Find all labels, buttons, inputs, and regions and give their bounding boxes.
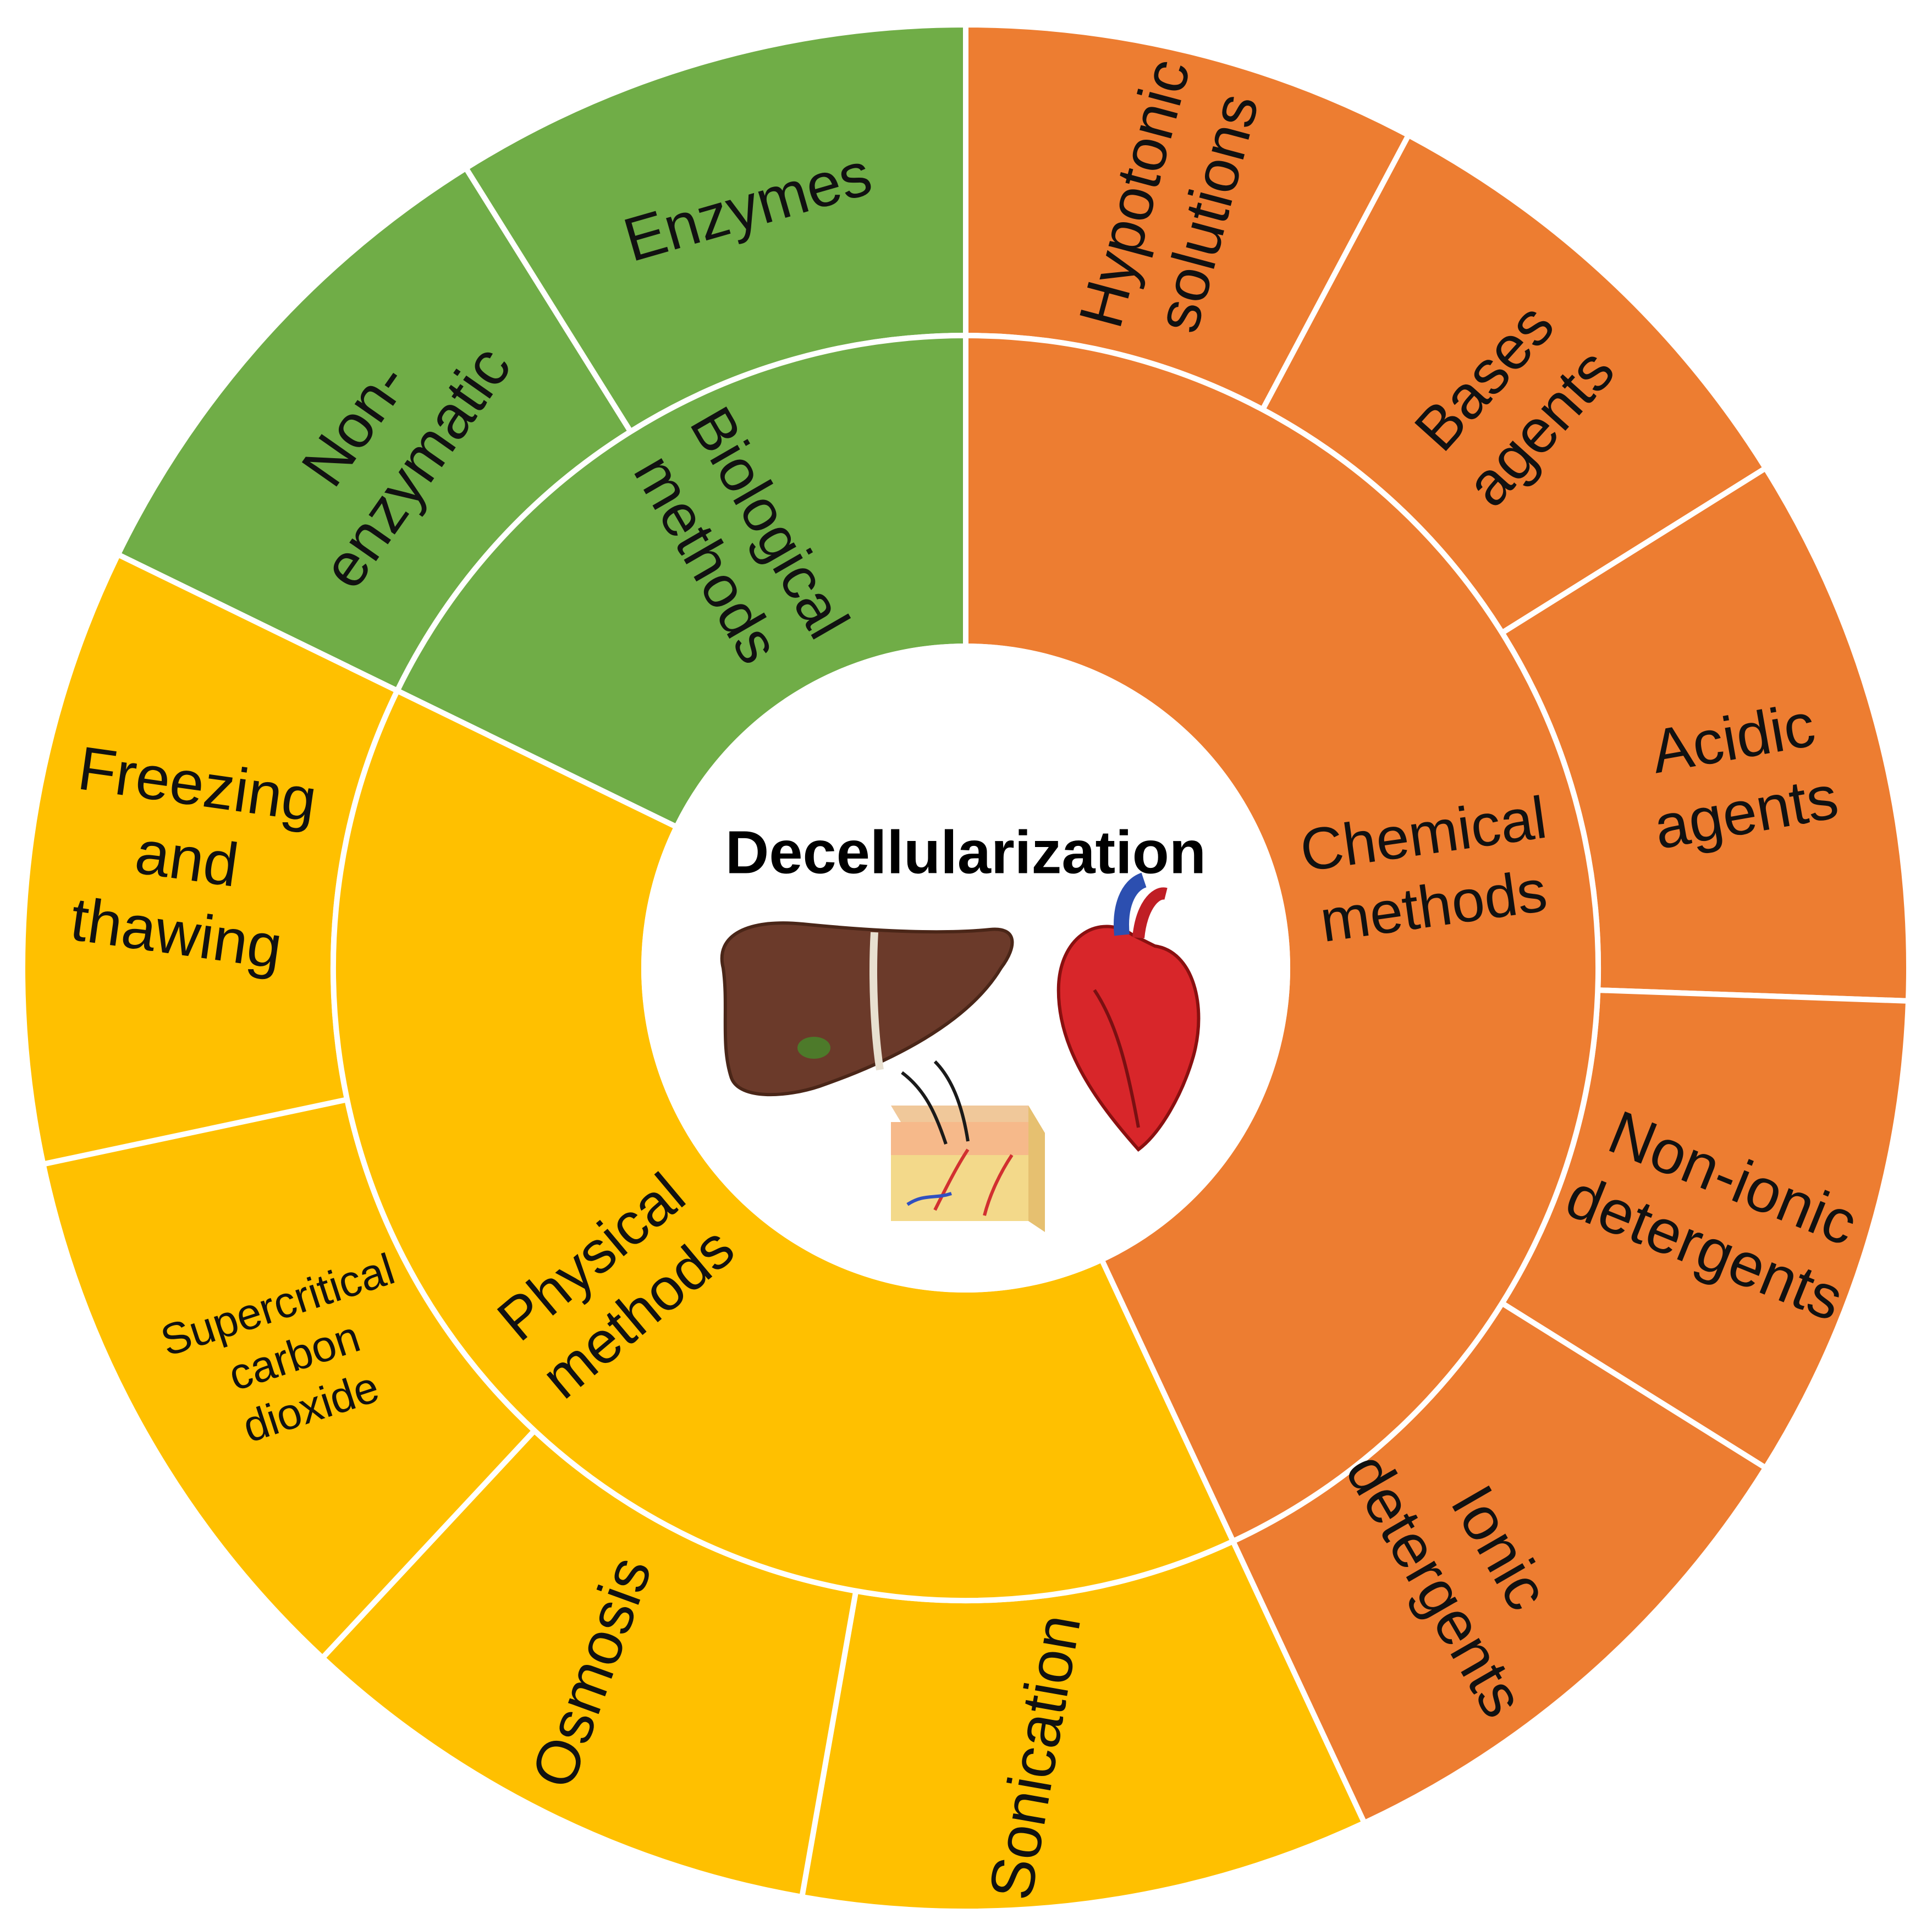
center-title: Decellularization	[725, 819, 1206, 887]
heart-icon	[1056, 872, 1201, 1152]
inner-ring	[331, 332, 1601, 1603]
skin-tissue-icon	[891, 1060, 1045, 1232]
liver-icon	[720, 921, 1014, 1097]
outer-ring	[20, 21, 1912, 1914]
item-label-physical-3-line: and	[131, 817, 243, 900]
